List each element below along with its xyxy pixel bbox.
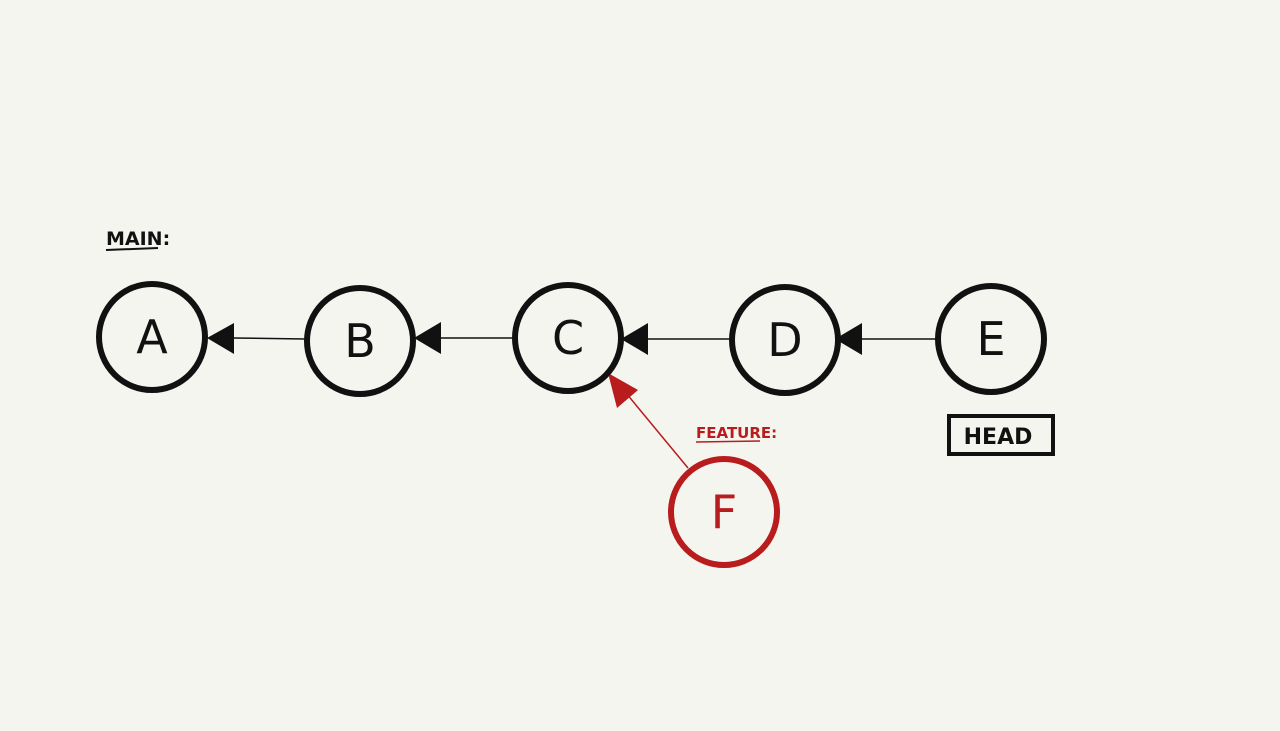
commit-node-e[interactable]: E: [935, 283, 1047, 395]
commit-b-label: B: [344, 314, 376, 368]
commit-node-c[interactable]: C: [512, 282, 624, 394]
head-pointer: HEAD: [947, 414, 1055, 456]
commit-a-label: A: [136, 310, 168, 364]
commit-node-f[interactable]: F: [668, 456, 780, 568]
head-label: HEAD: [964, 425, 1033, 450]
arrowhead-c-to-b: [414, 322, 441, 354]
commit-node-a[interactable]: A: [96, 281, 208, 393]
feature-label-underline: [695, 440, 761, 443]
main-branch-label: MAIN:: [106, 228, 170, 250]
commit-f-label: F: [711, 485, 737, 539]
edge-b-to-a: [233, 337, 306, 340]
commit-d-label: D: [767, 313, 802, 367]
commit-c-label: C: [552, 311, 584, 365]
arrowhead-e-to-d: [835, 323, 862, 355]
commit-node-b[interactable]: B: [304, 285, 416, 397]
arrowhead-b-to-a: [207, 323, 234, 354]
commit-node-d[interactable]: D: [729, 284, 841, 396]
commit-e-label: E: [976, 312, 1005, 366]
edge-f-to-c: [625, 392, 689, 469]
feature-branch-label: FEATURE:: [696, 424, 777, 442]
arrowhead-d-to-c: [621, 323, 648, 355]
arrowhead-f-to-c: [608, 373, 638, 408]
main-label-underline: [105, 247, 159, 251]
